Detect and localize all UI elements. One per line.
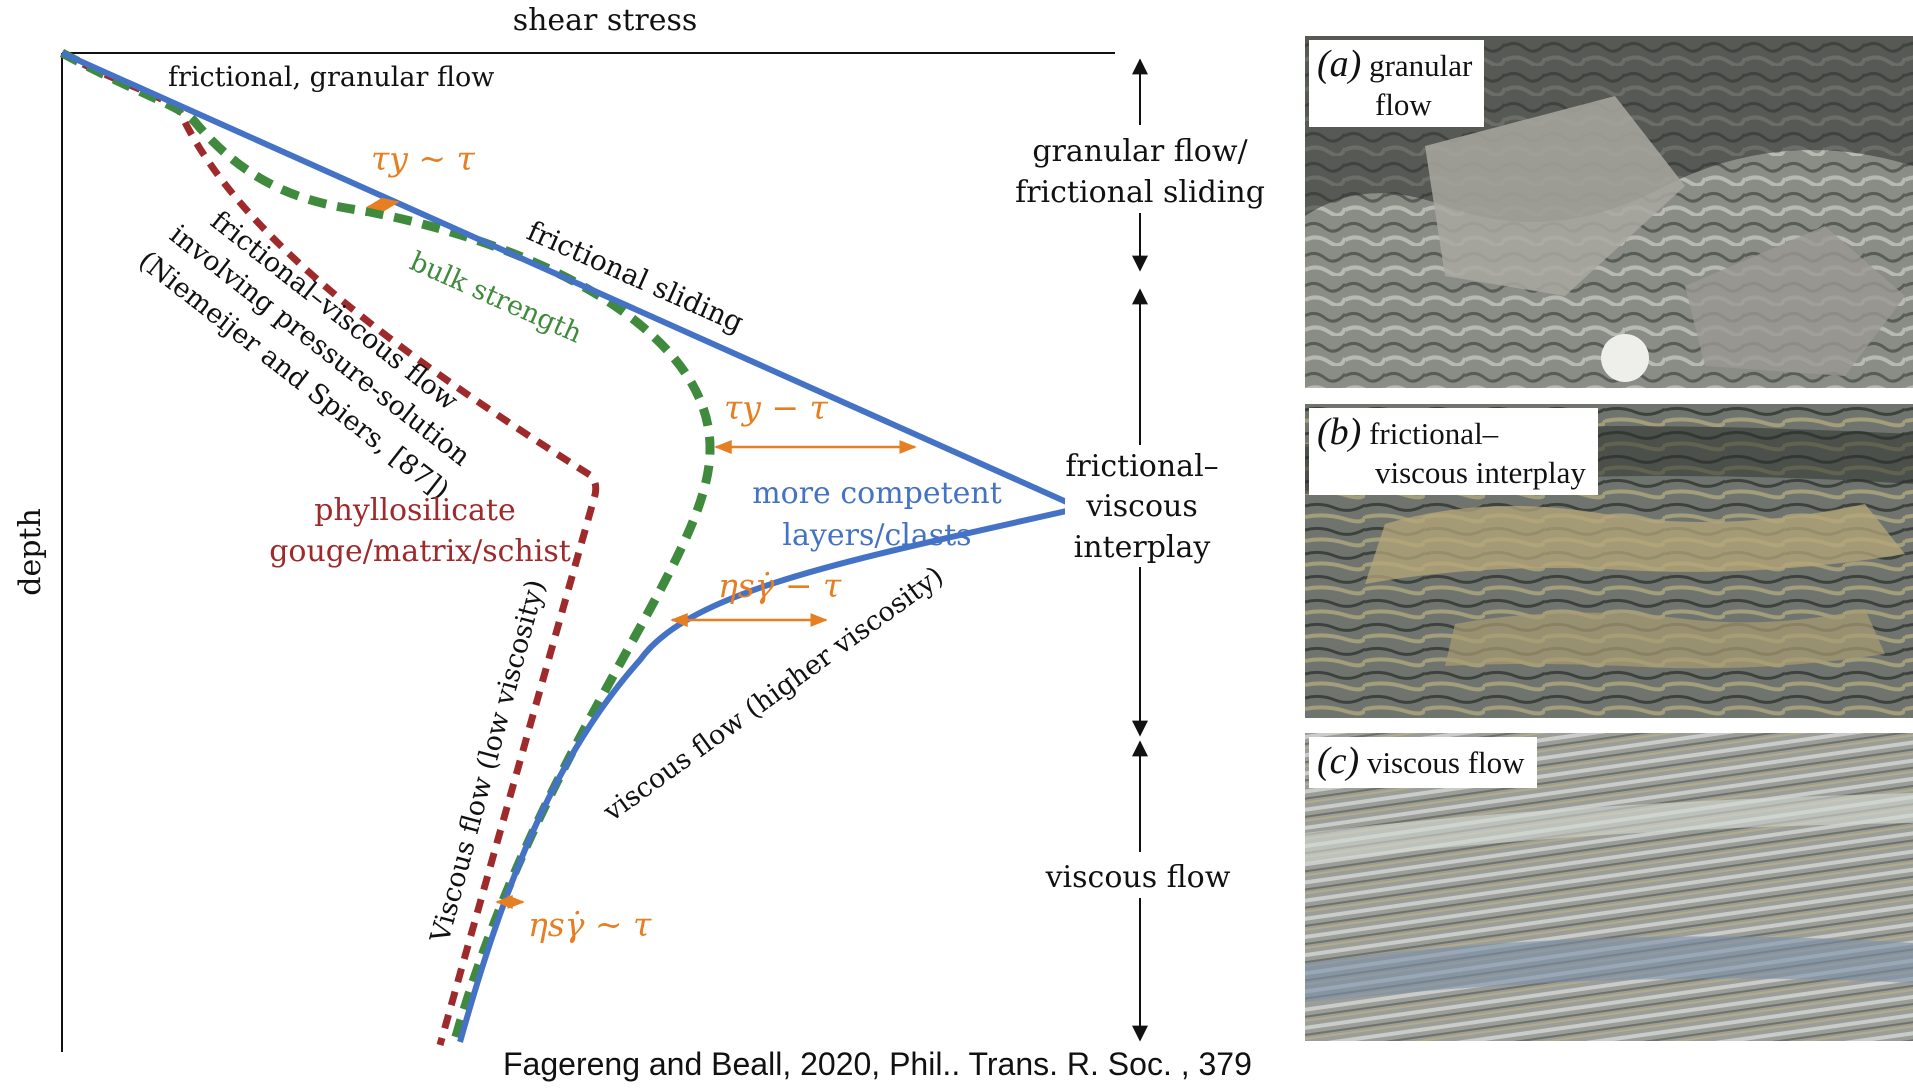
viscous-zone-label: viscous flow [1045, 860, 1231, 895]
interplay-zone-label-1: frictional– [1065, 449, 1218, 484]
phyllosilicate-label-1: phyllosilicate [314, 493, 515, 528]
frictional-viscous-label-1: frictional–viscous flow [205, 205, 464, 417]
viscous-low-label: Viscous flow (low viscosity) [425, 576, 552, 946]
granular-zone-label-1: granular flow/ [1032, 134, 1248, 169]
tau-y-minus-label: τy − τ [724, 388, 829, 427]
competent-label-1: more competent [752, 476, 1002, 511]
bulk-strength-curve [59, 49, 715, 1042]
frictional-granular-label: frictional, granular flow [168, 62, 494, 93]
tau-y-sim-arrow [366, 197, 400, 212]
photo-c-label: (c) viscous flow [1309, 737, 1537, 788]
photo-viscous-flow: (c) viscous flow [1305, 733, 1913, 1041]
granular-zone-label-2: frictional sliding [1015, 175, 1265, 210]
interplay-zone-label-2: viscous [1085, 489, 1198, 524]
x-axis-label: shear stress [513, 3, 698, 38]
interplay-zone-label-3: interplay [1074, 530, 1211, 565]
phyllosilicate-label-2: gouge/matrix/schist [269, 534, 571, 569]
competent-label-2: layers/clasts [782, 518, 971, 553]
eta-minus-label: ηsγ̇ − τ [718, 566, 842, 605]
photo-b-label: (b) frictional– viscous interplay [1309, 408, 1598, 496]
photo-frictional-viscous: (b) frictional– viscous interplay [1305, 404, 1913, 718]
eta-sim-label: ηsγ̇ ~ τ [528, 905, 652, 944]
photo-a-label: (a) granular flow [1309, 40, 1485, 128]
tau-y-sim-label: τy ~ τ [371, 139, 476, 178]
citation: Fagereng and Beall, 2020, Phil.. Trans. … [503, 1046, 1252, 1082]
bulk-strength-label: bulk strength [405, 246, 586, 349]
y-axis-label: depth [13, 508, 48, 596]
photo-granular-flow: (a) granular flow [1305, 36, 1913, 388]
